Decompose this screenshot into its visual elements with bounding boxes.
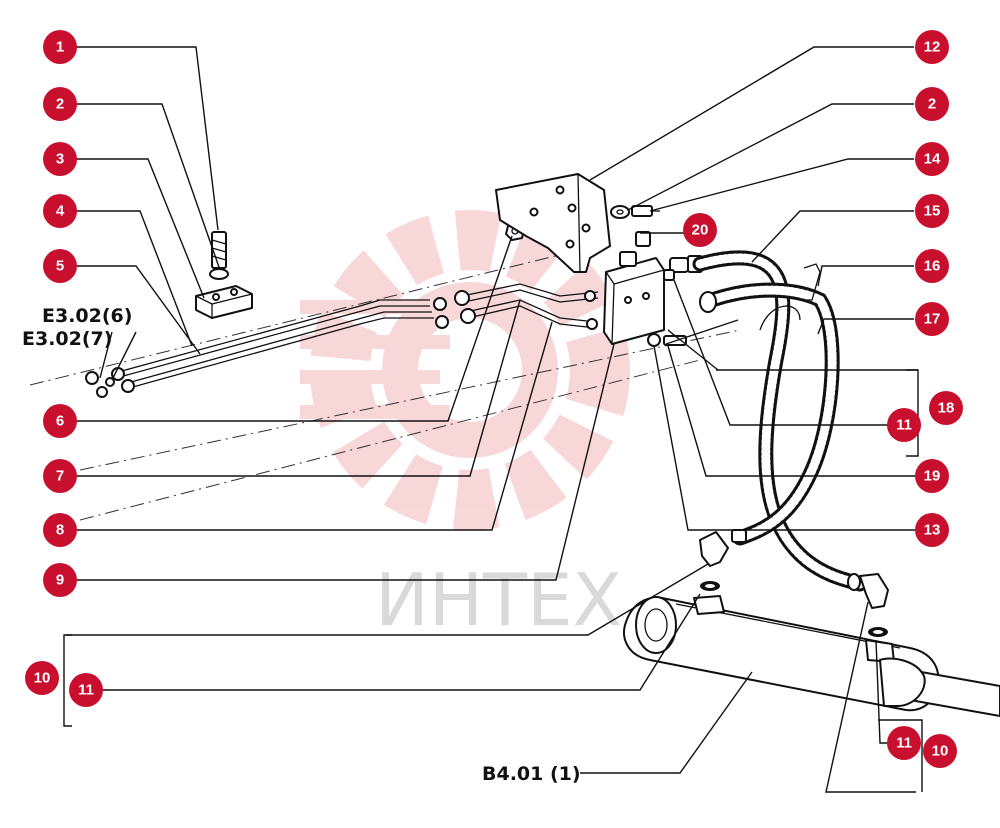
callout-10-bottom-right: 10 bbox=[923, 734, 957, 768]
svg-text:12: 12 bbox=[924, 39, 941, 56]
rigid-pipe-long bbox=[111, 297, 449, 393]
svg-text:11: 11 bbox=[78, 682, 94, 699]
svg-text:16: 16 bbox=[924, 258, 941, 275]
reference-label-e302-7: E3.02(7) bbox=[22, 328, 112, 350]
svg-text:9: 9 bbox=[56, 572, 64, 589]
centerlines bbox=[29, 244, 741, 521]
rigid-pipe-short bbox=[454, 283, 599, 330]
callout-11-bottom-right: 11 bbox=[887, 726, 921, 760]
group-brackets bbox=[63, 369, 923, 792]
svg-text:4: 4 bbox=[56, 203, 65, 220]
svg-text:5: 5 bbox=[56, 258, 64, 275]
callout-4: 4 bbox=[43, 194, 77, 228]
watermark-gear-icon bbox=[300, 210, 630, 530]
callout-18: 18 bbox=[929, 391, 963, 425]
flexible-hose-long bbox=[692, 250, 868, 592]
svg-text:13: 13 bbox=[924, 522, 941, 539]
svg-text:2: 2 bbox=[56, 96, 64, 113]
callout-6: 6 bbox=[43, 404, 77, 438]
svg-text:6: 6 bbox=[56, 413, 64, 430]
valve-block-part bbox=[603, 231, 665, 345]
reference-label-e302-6: E3.02(6) bbox=[42, 305, 132, 327]
svg-text:3: 3 bbox=[56, 151, 64, 168]
reference-leader-e302-7 bbox=[111, 331, 137, 381]
callout-12: 12 bbox=[915, 30, 949, 64]
hose-clip-part bbox=[759, 263, 821, 331]
svg-text:11: 11 bbox=[896, 417, 912, 434]
callout-13: 13 bbox=[915, 513, 949, 547]
callout-2-right: 2 bbox=[915, 87, 949, 121]
svg-text:18: 18 bbox=[938, 400, 955, 417]
leader-lines bbox=[66, 46, 918, 793]
clamp-block-part bbox=[195, 285, 253, 319]
callout-11-mid: 11 bbox=[887, 408, 921, 442]
bolt-part bbox=[209, 231, 229, 280]
svg-text:19: 19 bbox=[924, 468, 941, 485]
elbow-fitting-left bbox=[699, 529, 747, 567]
svg-text:10: 10 bbox=[34, 670, 51, 687]
callout-2: 2 bbox=[43, 87, 77, 121]
callout-20: 20 bbox=[683, 213, 717, 247]
svg-text:1: 1 bbox=[56, 39, 64, 56]
svg-text:8: 8 bbox=[56, 522, 64, 539]
callout-5: 5 bbox=[43, 249, 77, 283]
hydraulic-cylinder-part bbox=[623, 595, 1000, 717]
o-ring-right bbox=[868, 627, 888, 637]
mounting-bracket-part bbox=[495, 173, 611, 273]
o-ring-left bbox=[700, 581, 720, 591]
svg-text:11: 11 bbox=[896, 735, 912, 752]
callout-1: 1 bbox=[43, 30, 77, 64]
callout-8: 8 bbox=[43, 513, 77, 547]
callout-3: 3 bbox=[43, 142, 77, 176]
reference-leader-e302-6 bbox=[99, 331, 113, 379]
elbow-fitting-right bbox=[847, 573, 889, 609]
reference-label-b401-1: B4.01 (1) bbox=[482, 763, 581, 785]
callout-14: 14 bbox=[915, 142, 949, 176]
callout-10-left: 10 bbox=[25, 661, 59, 695]
svg-text:7: 7 bbox=[56, 468, 64, 485]
svg-text:15: 15 bbox=[924, 203, 941, 220]
callout-19: 19 bbox=[915, 459, 949, 493]
watermark-text: ИНТЕХ bbox=[375, 558, 622, 642]
callout-11-left: 11 bbox=[69, 673, 103, 707]
svg-text:17: 17 bbox=[924, 311, 941, 328]
svg-text:2: 2 bbox=[928, 96, 936, 113]
callout-9: 9 bbox=[43, 563, 77, 597]
svg-text:20: 20 bbox=[692, 222, 709, 239]
callout-15: 15 bbox=[915, 194, 949, 228]
callout-17: 17 bbox=[915, 302, 949, 336]
callout-7: 7 bbox=[43, 459, 77, 493]
washer-bolt-part bbox=[610, 205, 660, 219]
svg-text:10: 10 bbox=[932, 743, 949, 760]
svg-text:14: 14 bbox=[924, 151, 941, 168]
flexible-hose-short bbox=[699, 282, 840, 546]
callout-16: 16 bbox=[915, 249, 949, 283]
